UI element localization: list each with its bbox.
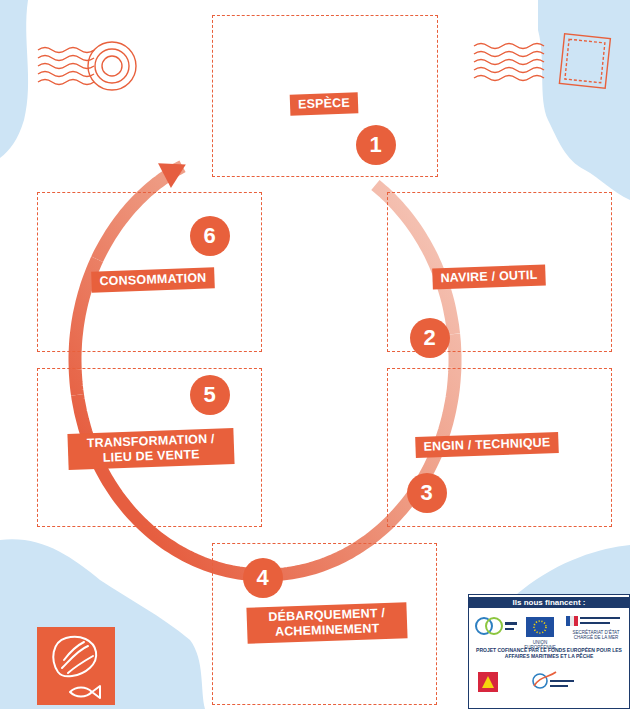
callout-number: 1 — [356, 125, 396, 165]
stage-tag: CONSOMMATION — [91, 267, 215, 292]
logo-caption: UNION EUROPÉENNE — [518, 640, 562, 650]
callout-number: 6 — [190, 216, 230, 256]
callout-number: 2 — [410, 318, 450, 358]
seafood-icon — [37, 627, 115, 705]
stage-tag: ENGIN / TECHNIQUE — [415, 432, 559, 458]
cycle-ring — [265, 487, 418, 576]
callout-number-text: 4 — [256, 567, 268, 589]
stage-tag: ESPÈCE — [290, 92, 359, 115]
stage-box: TRANSFORMATION / LIEU DE VENTE 5 — [37, 368, 262, 527]
stage-box: CONSOMMATION 6 — [37, 192, 262, 352]
funder-panel — [468, 594, 630, 709]
callout-number-text: 6 — [203, 225, 215, 247]
callout-number-text: 1 — [369, 134, 381, 156]
cycle-ring — [78, 395, 266, 575]
postmark-right — [474, 34, 610, 89]
postmark-left — [38, 42, 136, 90]
logo-caption: SECRÉTARIAT D'ÉTAT CHARGÉ DE LA MER — [566, 630, 626, 640]
callout-number: 4 — [243, 558, 283, 598]
callout-number-text: 2 — [423, 327, 435, 349]
stage-tag: DÉBARQUEMENT / ACHEMINEMENT — [246, 602, 407, 644]
cycle-arrow — [97, 163, 186, 259]
callout-number: 3 — [407, 473, 447, 513]
cycle-arrow — [265, 487, 418, 576]
funder-box: Ils nous financent :PROJET COFINANCÉ PAR… — [468, 594, 630, 709]
stage-tag: TRANSFORMATION / LIEU DE VENTE — [67, 428, 234, 470]
callout-number-text: 3 — [420, 482, 432, 504]
stage-box: NAVIRE / OUTIL 2 — [387, 192, 612, 352]
funder-heading: Ils nous financent : — [469, 597, 629, 608]
stage-box: ENGIN / TECHNIQUE 3 — [387, 368, 612, 527]
callout-number: 5 — [190, 375, 230, 415]
stage-tag: NAVIRE / OUTIL — [432, 265, 546, 290]
cycle-arrow — [78, 395, 266, 575]
stage-box: ESPÈCE 1 — [212, 15, 438, 177]
arrow-head — [158, 163, 186, 188]
stage-box: DÉBARQUEMENT / ACHEMINEMENT 4 — [212, 543, 437, 705]
callout-number-text: 5 — [203, 384, 215, 406]
